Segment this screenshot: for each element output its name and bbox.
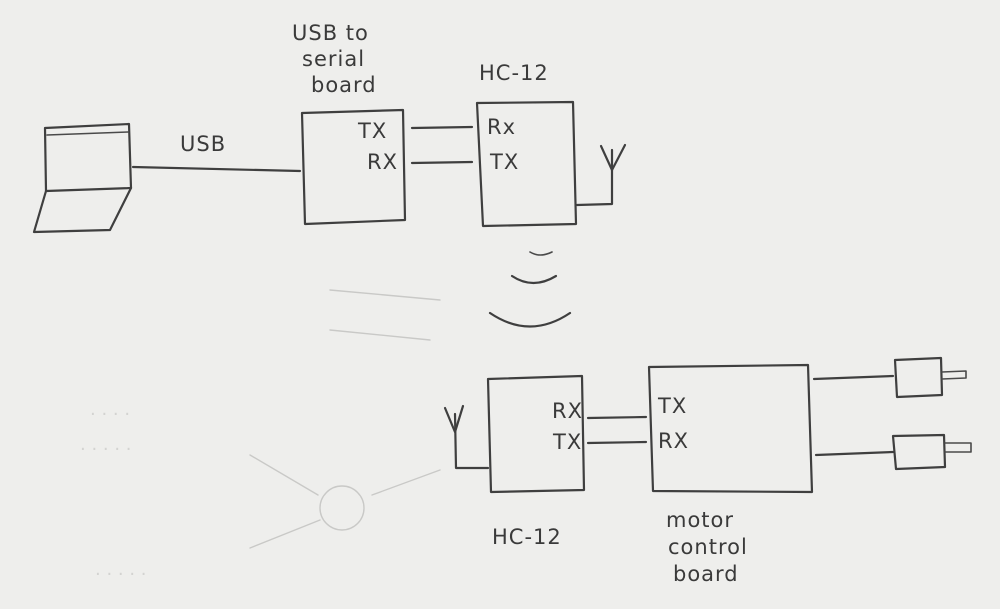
hc12-bottom-title: HC-12 — [492, 525, 562, 549]
hc12-top-tx-pin: TX — [489, 150, 519, 174]
usb-board-title-line1: USB to — [292, 21, 369, 45]
antenna-top-icon — [575, 143, 627, 207]
serial-wires-top — [410, 125, 474, 165]
usb-board-title-line2: serial — [302, 47, 365, 71]
erased-marks: · · · · · · · · · · · · · · — [80, 289, 441, 585]
usb-board-rx-pin: RX — [367, 150, 398, 174]
motor-board-title-line2: control — [668, 535, 748, 559]
motor-wires — [812, 374, 895, 457]
motor-board-rx-pin: RX — [658, 429, 689, 453]
hc12-bottom-rx-pin: RX — [552, 399, 583, 423]
motor-board-tx-pin: TX — [657, 394, 687, 418]
usb-to-serial-board: USB to serial board TX RX — [292, 21, 407, 226]
usb-board-tx-pin: TX — [357, 119, 387, 143]
usb-board-title-line3: board — [311, 73, 377, 97]
antenna-bottom-icon — [443, 404, 490, 470]
motor-board-title-line3: board — [673, 562, 739, 586]
hc12-top-rx-pin: Rx — [487, 115, 516, 139]
motor-control-board: TX RX motor control board — [647, 363, 814, 586]
laptop-icon — [32, 122, 133, 234]
usb-link-label: USB — [180, 132, 226, 156]
usb-cable — [131, 165, 302, 173]
svg-text:· · · ·: · · · · — [90, 404, 130, 425]
svg-text:· · · · ·: · · · · · — [80, 439, 132, 460]
motor-top-icon — [893, 356, 967, 399]
hc12-bottom-module: RX TX HC-12 — [486, 374, 586, 549]
hc12-top-module: HC-12 Rx TX — [475, 61, 578, 228]
motor-bottom-icon — [891, 433, 972, 471]
motor-board-title-line1: motor — [666, 508, 734, 532]
svg-text:· · · · ·: · · · · · — [95, 564, 147, 585]
serial-wires-bottom — [586, 415, 648, 445]
hc12-bottom-tx-pin: TX — [552, 430, 582, 454]
hc12-top-title: HC-12 — [479, 61, 549, 85]
wireless-signal-icon — [488, 251, 572, 328]
